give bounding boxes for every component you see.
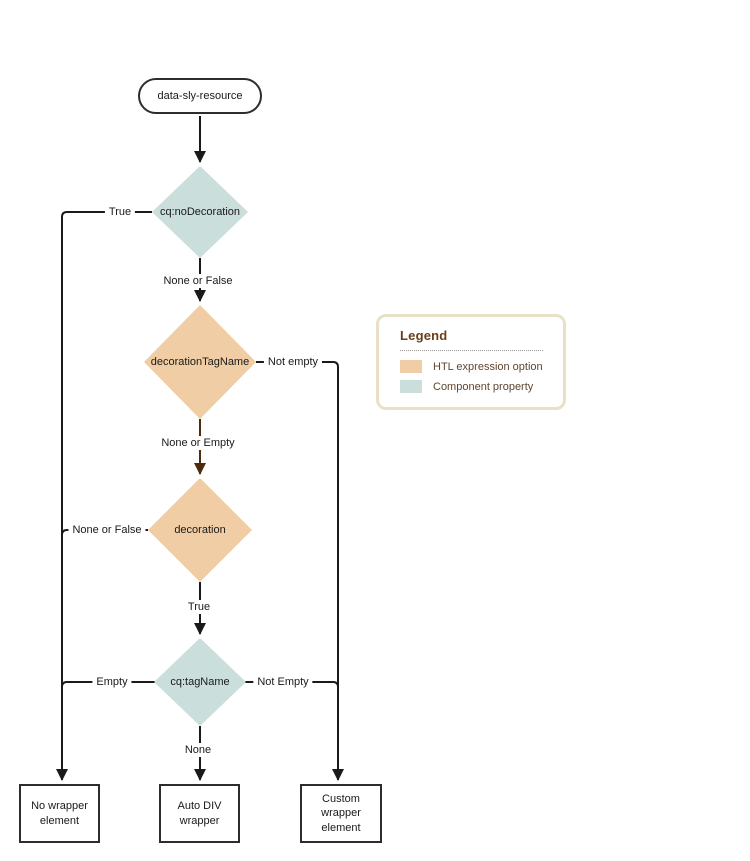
- outcome-custom-wrapper-element: Custom wrapper element: [300, 784, 382, 843]
- decision-label: cq:tagName: [170, 675, 230, 688]
- legend: Legend HTL expression option Component p…: [376, 314, 566, 410]
- legend-item-label: HTL expression option: [433, 360, 543, 373]
- edge-noDecoration-true-rail: [56, 211, 152, 781]
- legend-title: Legend: [400, 328, 448, 343]
- legend-item-label: Component property: [433, 380, 534, 393]
- outcome-label: Custom wrapper element: [321, 793, 361, 834]
- legend-item-htl-expression-option: HTL expression option: [400, 360, 543, 373]
- decision-label: decoration: [174, 523, 226, 536]
- decision-decorationtagname: decorationTagName: [144, 305, 256, 419]
- outcome-label: Auto DIV wrapper: [177, 800, 222, 827]
- edge-label-not-empty-1: Not empty: [263, 355, 323, 369]
- outcome-no-wrapper-element: No wrapper element: [19, 784, 100, 843]
- edge-label-true-2: True: [183, 600, 215, 614]
- edge-label-true-1: True: [104, 205, 136, 219]
- legend-separator: [400, 350, 543, 351]
- decision-decoration: decoration: [148, 478, 252, 582]
- decision-cq-tagname: cq:tagName: [154, 638, 246, 726]
- decision-label: decorationTagName: [150, 355, 250, 368]
- start-node: data-sly-resource: [138, 78, 262, 114]
- decision-cq-nodecoration: cq:noDecoration: [152, 166, 248, 258]
- edge-label-none-or-false-1: None or False: [159, 274, 237, 288]
- edge-label-none-or-false-2: None or False: [68, 523, 146, 537]
- legend-swatch-component-property: [400, 380, 422, 393]
- outcome-label: No wrapper element: [31, 800, 88, 827]
- edge-label-none: None: [180, 743, 216, 757]
- edge-label-not-empty-2: Not Empty: [253, 675, 313, 689]
- start-node-label: data-sly-resource: [157, 89, 243, 102]
- edge-label-none-or-empty: None or Empty: [157, 436, 239, 450]
- legend-swatch-htl-expression-option: [400, 360, 422, 373]
- edge-label-empty: Empty: [92, 675, 132, 689]
- decision-label: cq:noDecoration: [159, 205, 241, 218]
- legend-item-component-property: Component property: [400, 380, 543, 393]
- edge-decorationTagName-notempty-rail: [256, 361, 344, 781]
- outcome-auto-div-wrapper: Auto DIV wrapper: [159, 784, 240, 843]
